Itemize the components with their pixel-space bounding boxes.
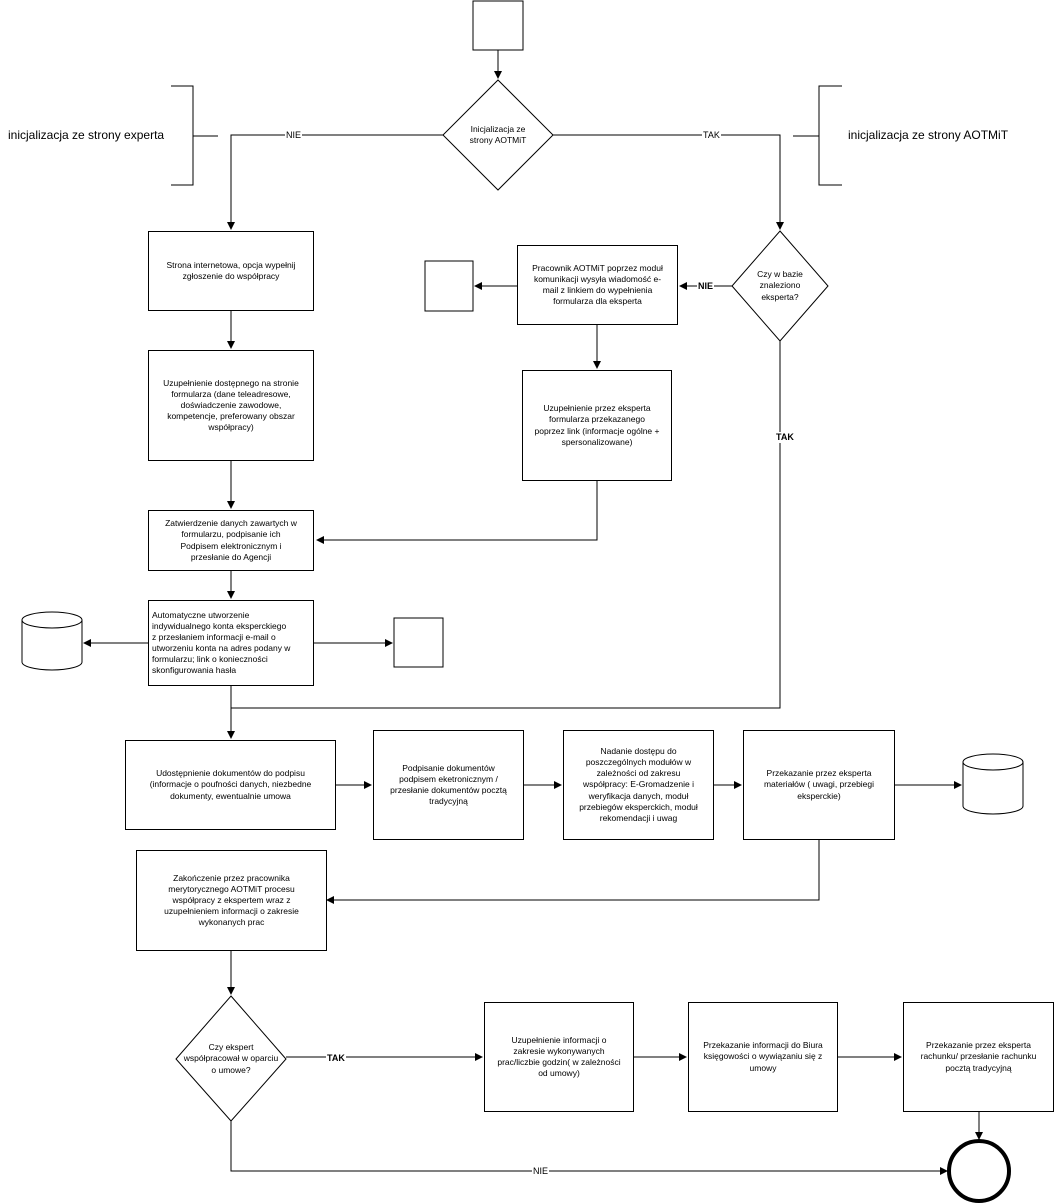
edge-label-found-yes: TAK bbox=[775, 432, 795, 443]
step-approve: Zatwierdzenie danych zawartych w formula… bbox=[148, 510, 314, 571]
contract-decision-text: Czy ekspert współpracował w oparciu o um… bbox=[183, 1042, 279, 1075]
database-left bbox=[21, 611, 83, 671]
left-bracket bbox=[171, 85, 218, 186]
step-invoice: Przekazanie przez eksperta rachunku/ prz… bbox=[903, 1002, 1054, 1112]
edge-label-init-no: NIE bbox=[285, 130, 303, 141]
step-auto-account: Automatyczne utworzenie indywidualnego k… bbox=[148, 600, 314, 686]
step-fill-form: Uzupełnienie dostępnego na stronie formu… bbox=[148, 350, 314, 461]
step-finish: Zakończenie przez pracownika merytoryczn… bbox=[136, 850, 327, 951]
side-label-expert: inicjalizacja ze strony experta bbox=[8, 128, 165, 142]
document-box-middle bbox=[393, 617, 444, 668]
document-box-left bbox=[424, 260, 474, 312]
step-website: Strona internetowa, opcja wypełnij zgłos… bbox=[148, 231, 314, 311]
step-accounting: Przekazanie informacji do Biura księgowo… bbox=[688, 1002, 838, 1112]
right-bracket bbox=[793, 85, 842, 186]
step-share-docs: Udostępnienie dokumentów do podpisu (inf… bbox=[125, 740, 336, 830]
edge-label-contract-no: NIE bbox=[532, 1166, 550, 1177]
side-label-aotmit: inicjalizacja ze strony AOTMiT bbox=[848, 128, 1009, 142]
edge-label-init-yes: TAK bbox=[702, 130, 721, 141]
step-expert-fill: Uzupełnienie przez eksperta formularza p… bbox=[522, 370, 672, 481]
end-circle bbox=[947, 1139, 1011, 1203]
found-decision-text: Czy w bazie znaleziono eksperta? bbox=[757, 269, 803, 302]
edge-label-found-no: NIE bbox=[697, 281, 715, 292]
edge-label-contract-yes: TAK bbox=[326, 1053, 346, 1064]
init-decision-diamond bbox=[442, 79, 554, 191]
step-grant-access: Nadanie dostępu do poszczególnych modułó… bbox=[563, 730, 714, 840]
init-decision-text: Inicjalizacja ze strony AOTMiT bbox=[469, 123, 527, 145]
start-box bbox=[472, 0, 524, 51]
database-right bbox=[962, 753, 1024, 815]
step-work-info: Uzupełnienie informacji o zakresie wykon… bbox=[484, 1002, 634, 1112]
step-employee-email: Pracownik AOTMiT poprzez moduł komunikac… bbox=[517, 245, 678, 325]
step-hand-materials: Przekazanie przez eksperta materiałów ( … bbox=[743, 730, 895, 840]
step-sign-docs: Podpisanie dokumentów podpisem eketronic… bbox=[373, 730, 524, 840]
